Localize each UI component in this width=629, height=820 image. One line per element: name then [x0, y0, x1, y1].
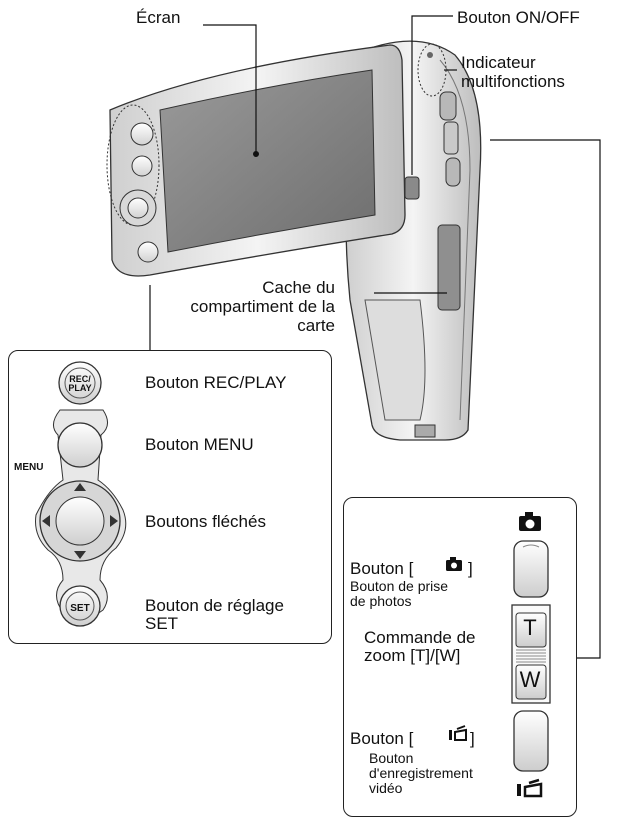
label-card-1: Cache du — [262, 278, 335, 297]
lcd-panel — [106, 44, 406, 277]
label-video-title: Bouton [ — [350, 729, 414, 748]
label-rec-play: Bouton REC/PLAY — [145, 373, 287, 392]
zoom-t-label: T — [523, 615, 537, 640]
panel-buttons-art — [35, 361, 127, 627]
label-video-title-end: ] — [470, 729, 475, 748]
label-arrows: Boutons fléchés — [145, 512, 266, 531]
set-button-text: SET — [70, 603, 90, 614]
label-photo-sub-1: Bouton de prise — [350, 578, 449, 594]
video-camera-icon — [517, 778, 543, 798]
label-photo-sub-2: de photos — [350, 593, 412, 609]
label-set-1: Bouton de réglage — [145, 596, 284, 615]
label-video-sub-2: d'enregistrement — [369, 765, 473, 781]
photo-button-shape — [513, 540, 549, 598]
label-photo-title-end: ] — [468, 559, 473, 578]
label-card-3: carte — [297, 316, 335, 335]
video-button-shape — [513, 710, 549, 772]
camera-icon — [519, 512, 541, 531]
label-ecran: Écran — [136, 8, 181, 27]
label-on-off: Bouton ON/OFF — [457, 8, 580, 27]
label-menu: Bouton MENU — [145, 435, 254, 454]
label-zoom-1: Commande de — [364, 628, 476, 647]
video-camera-icon-inline — [449, 725, 467, 741]
label-video-sub-1: Bouton — [369, 750, 414, 766]
label-card-2: compartiment de la — [190, 297, 335, 316]
side-controls-art — [446, 512, 551, 798]
label-indicator-1: Indicateur — [461, 53, 536, 72]
label-indicator-2: multifonctions — [461, 72, 565, 91]
rec-play-button-text: REC/ PLAY — [68, 374, 92, 393]
label-set-2: SET — [145, 614, 179, 633]
label-video-sub-3: vidéo — [369, 780, 403, 796]
camera-icon-inline — [446, 557, 462, 571]
label-zoom-2: zoom [T]/[W] — [364, 646, 461, 665]
menu-button-icon — [57, 422, 103, 468]
label-photo-title: Bouton [ — [350, 559, 414, 578]
menu-tag: MENU — [14, 462, 44, 473]
zoom-w-label: W — [519, 667, 541, 692]
